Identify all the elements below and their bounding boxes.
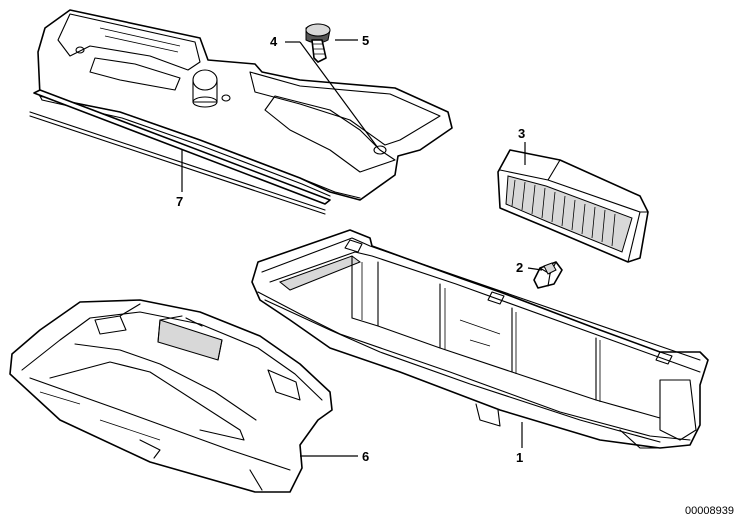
- leader-4-to-part: [299, 41, 379, 149]
- part-3-filter-element: [497, 149, 649, 263]
- part-2-clip: [533, 261, 563, 289]
- callout-4: 4: [270, 34, 278, 49]
- leader-2: [527, 267, 543, 271]
- callout-5: 5: [362, 33, 369, 48]
- callout-labels: 4 5 3 2 7 6 1: [176, 33, 525, 465]
- part-1-filter-housing: [251, 229, 709, 449]
- part-5-screw: [305, 23, 331, 63]
- drawing-number: 00008939: [685, 505, 734, 517]
- part-7-sealing-strip: [29, 89, 331, 215]
- callout-2: 2: [516, 260, 523, 275]
- part-6-cover-panel: [9, 299, 333, 493]
- callout-3: 3: [518, 126, 525, 141]
- leader-lines: [181, 39, 543, 457]
- callout-1: 1: [516, 450, 523, 465]
- callout-6: 6: [362, 449, 369, 464]
- callout-7: 7: [176, 194, 183, 209]
- part-4-tray-cover: [37, 9, 453, 201]
